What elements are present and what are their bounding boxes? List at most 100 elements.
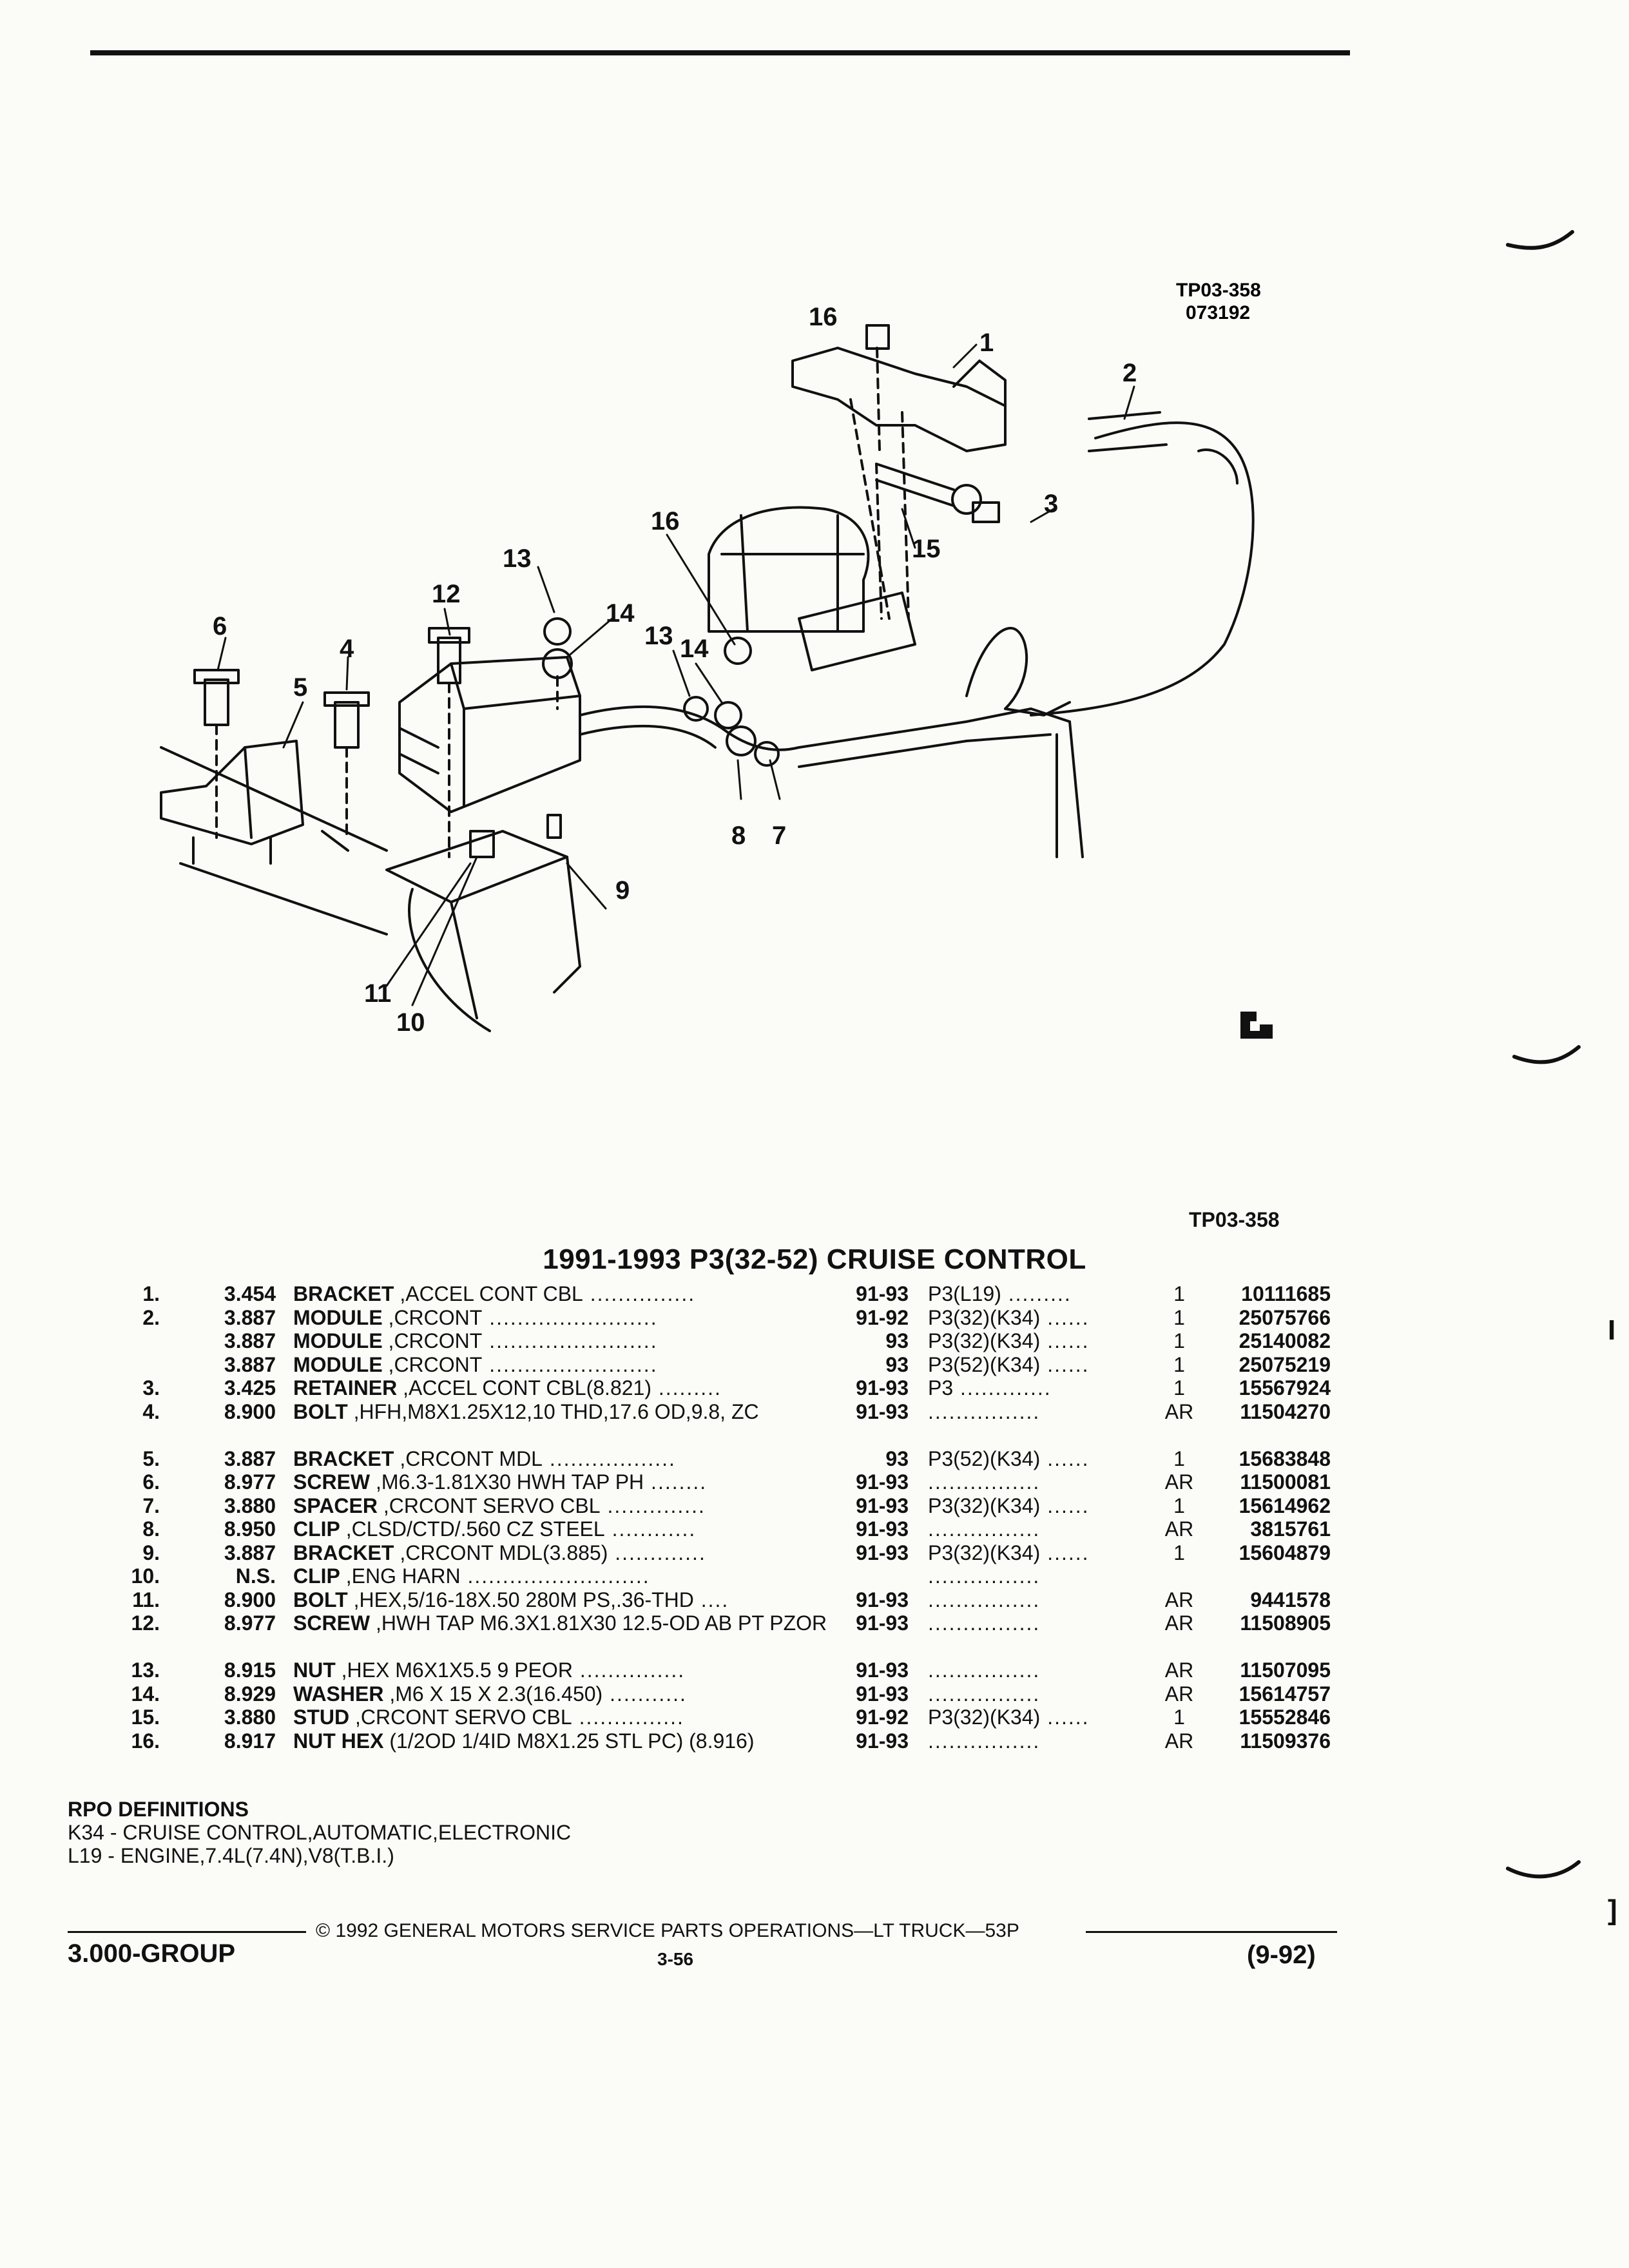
part-number: 15614962 (1239, 1494, 1331, 1517)
throttle-lever (965, 626, 1028, 710)
quantity: 1 (1173, 1541, 1185, 1564)
leader-dots: ...... (1040, 1706, 1090, 1729)
quantity: AR (1164, 1658, 1194, 1682)
margin-mark-2: ] (1608, 1894, 1617, 1926)
model-years: 91-93 (856, 1399, 909, 1423)
description: NUT HEX (1/2OD 1/4ID M8X1.25 STL PC) (8.… (293, 1729, 834, 1753)
part-name: BRACKET (293, 1541, 394, 1564)
part-spec: ,M6.3-1.81X30 HWH TAP PH (370, 1470, 644, 1494)
leader-dots: ........ (644, 1470, 708, 1494)
description: WASHER ,M6 X 15 X 2.3(16.450) ..........… (293, 1682, 834, 1706)
model-years: 91-93 (856, 1729, 909, 1753)
callout-9: 9 (615, 876, 630, 905)
part-spec: ,ENG HARN (340, 1564, 461, 1588)
description: STUD ,CRCONT SERVO CBL ............... (293, 1706, 834, 1729)
rpo-definitions: RPO DEFINITIONS K34 - CRUISE CONTROL,AUT… (68, 1798, 571, 1867)
part-name: NUT HEX (293, 1729, 384, 1753)
model-code: P3(L19) (928, 1282, 1001, 1305)
callout-7: 7 (772, 822, 786, 850)
margin-mark-1: I (1608, 1314, 1616, 1346)
model-code: P3 (928, 1376, 954, 1399)
item-number: 14. (131, 1682, 160, 1706)
model-usage: ................ (928, 1400, 1147, 1424)
model-years: 91-93 (856, 1494, 909, 1517)
part-spec: ,HEX M6X1X5.5 9 PEOR (335, 1658, 573, 1682)
leader-dots: ...... (1040, 1352, 1090, 1376)
part-number: 15567924 (1239, 1376, 1331, 1399)
description: CLIP ,CLSD/CTD/.560 CZ STEEL ...........… (293, 1517, 834, 1541)
callout-14b: 14 (680, 635, 709, 663)
part-spec: ,CRCONT (382, 1305, 483, 1329)
gm-logo-icon (1240, 1012, 1273, 1039)
cable-outer (1030, 421, 1255, 716)
diagram-svg: 1 2 3 4 5 6 7 8 9 10 11 12 13 13 14 14 1… (160, 230, 1581, 1064)
callout-13b: 13 (644, 622, 673, 650)
model-years: 93 (885, 1446, 909, 1470)
model-years: 93 (885, 1352, 909, 1376)
item-number: 9. (142, 1541, 160, 1564)
quantity: 1 (1173, 1352, 1185, 1376)
bolt-6 (204, 678, 229, 726)
group-number: 3.887 (224, 1446, 276, 1470)
part-spec: ,CRCONT (382, 1352, 483, 1376)
footer-rule-right (1086, 1931, 1337, 1933)
leader-dots: ................ (928, 1399, 1041, 1423)
callout-4: 4 (340, 635, 354, 663)
model-years: 91-93 (856, 1376, 909, 1399)
part-spec: ,HWH TAP M6.3X1.81X30 12.5-OD AB PT PZOR (370, 1611, 827, 1635)
model-years: 93 (885, 1329, 909, 1352)
leader-dots: ...... (1040, 1541, 1090, 1564)
revision-date: (9-92) (1247, 1941, 1316, 1969)
bracket-lower (385, 830, 568, 903)
group-number: 3.454 (224, 1282, 276, 1305)
group-number: N.S. (235, 1564, 276, 1588)
leader-dots: ...... (1040, 1494, 1090, 1517)
model-code: P3(32)(K34) (928, 1305, 1041, 1329)
quantity: 1 (1173, 1282, 1185, 1305)
model-usage: P3(52)(K34) ...... (928, 1447, 1147, 1471)
quantity: AR (1164, 1729, 1194, 1753)
model-usage: ................ (928, 1564, 1147, 1588)
leader-dots: ............... (572, 1706, 684, 1729)
leader-dots: ............. (953, 1376, 1052, 1399)
quantity: 1 (1173, 1329, 1185, 1352)
part-number: 11509376 (1240, 1729, 1331, 1753)
callout-10: 10 (396, 1008, 425, 1037)
item-number: 6. (142, 1470, 160, 1494)
copyright-line: © 1992 GENERAL MOTORS SERVICE PARTS OPER… (316, 1920, 1019, 1941)
model-usage: P3(32)(K34) ...... (928, 1494, 1147, 1518)
part-name: CLIP (293, 1564, 340, 1588)
leader-dots: ...... (1040, 1329, 1090, 1352)
part-name: BOLT (293, 1399, 348, 1423)
part-number: 11500081 (1240, 1470, 1331, 1494)
leader-dots: ................ (928, 1517, 1041, 1541)
model-years: 91-93 (856, 1282, 909, 1305)
part-spec: ,CRCONT (382, 1329, 483, 1352)
group-number: 8.977 (224, 1611, 276, 1635)
item-number: 8. (142, 1517, 160, 1541)
quantity: 1 (1173, 1446, 1185, 1470)
part-name: MODULE (293, 1305, 383, 1329)
group-number: 8.917 (224, 1729, 276, 1753)
group-number: 3.880 (224, 1494, 276, 1517)
part-number: 11504270 (1240, 1399, 1331, 1423)
callout-2: 2 (1123, 359, 1137, 387)
quantity: AR (1164, 1517, 1194, 1541)
part-name: BRACKET (293, 1282, 394, 1305)
group-number: 8.950 (224, 1517, 276, 1541)
item-number: 13. (131, 1658, 160, 1682)
model-usage: P3(32)(K34) ...... (928, 1706, 1147, 1729)
model-usage: P3(L19) ......... (928, 1282, 1147, 1306)
ref-code-right: TP03-358 (1189, 1208, 1280, 1231)
description: CLIP ,ENG HARN .........................… (293, 1564, 834, 1588)
model-usage: P3(32)(K34) ...... (928, 1329, 1147, 1353)
